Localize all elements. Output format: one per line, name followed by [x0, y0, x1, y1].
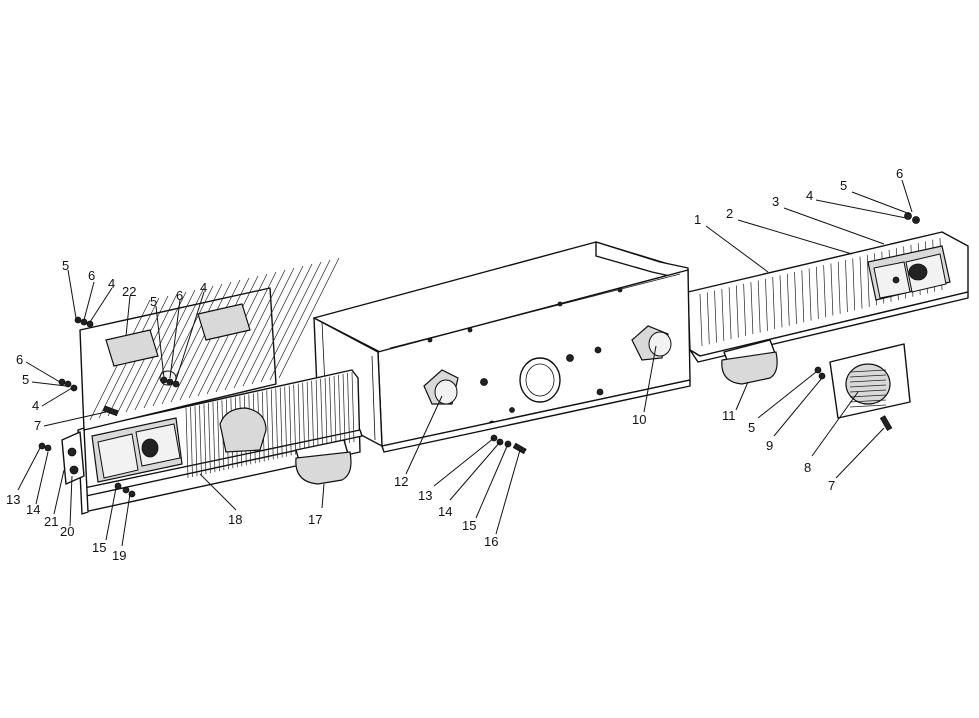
callout-13-left: 13 [6, 492, 20, 507]
callout-17: 17 [308, 512, 322, 527]
box-lamp-left [423, 369, 459, 405]
callout-10: 10 [632, 412, 646, 427]
callout-11: 11 [722, 408, 736, 423]
callout-4-left-top: 4 [108, 276, 115, 291]
side-lamp-right [721, 339, 778, 385]
leader-lines [17, 179, 913, 547]
callout-6-plate: 6 [176, 288, 183, 303]
callout-14-center: 14 [438, 504, 452, 519]
left-end-cap [61, 431, 85, 485]
callout-21: 21 [44, 514, 58, 529]
callout-20: 20 [60, 524, 74, 539]
callout-4-plate: 4 [200, 280, 207, 295]
callout-1: 1 [694, 212, 701, 227]
callout-2: 2 [726, 206, 733, 221]
callout-15-center: 15 [462, 518, 476, 533]
callout-16: 16 [484, 534, 498, 549]
left-light-bracket [77, 369, 363, 515]
callout-7-right: 7 [828, 478, 835, 493]
callout-6-left-top: 6 [88, 268, 95, 283]
callout-6-left: 6 [16, 352, 23, 367]
callout-5-left-top: 5 [62, 258, 69, 273]
left-rear-lamp [91, 417, 183, 483]
callout-14-left: 14 [26, 502, 40, 517]
callout-12: 12 [394, 474, 408, 489]
callout-5-left: 5 [22, 372, 29, 387]
callout-19: 19 [112, 548, 126, 563]
left-mounting-plate [79, 257, 340, 431]
callout-13-center: 13 [418, 488, 432, 503]
box-lamp-right [631, 325, 672, 361]
reflector-plate [829, 343, 911, 419]
callout-5-mid-right: 5 [748, 420, 755, 435]
callout-3: 3 [772, 194, 779, 209]
left-bracket-middle-lamp [219, 407, 267, 453]
callout-5-right: 5 [840, 178, 847, 193]
callout-9: 9 [766, 438, 773, 453]
callout-22: 22 [122, 284, 136, 299]
callout-4-left: 4 [32, 398, 39, 413]
callout-labels: 1 2 3 4 5 6 11 5 9 8 7 10 12 13 14 15 16… [6, 166, 903, 563]
callout-18: 18 [228, 512, 242, 527]
callout-4-right: 4 [806, 188, 813, 203]
callout-6-right: 6 [896, 166, 903, 181]
side-lamp-left [295, 439, 352, 485]
bumper-center-box [313, 241, 691, 453]
callout-7-left: 7 [34, 418, 41, 433]
callout-8: 8 [804, 460, 811, 475]
right-rear-lamp [867, 245, 951, 301]
callout-15-left: 15 [92, 540, 106, 555]
callout-5-plate: 5 [150, 294, 157, 309]
